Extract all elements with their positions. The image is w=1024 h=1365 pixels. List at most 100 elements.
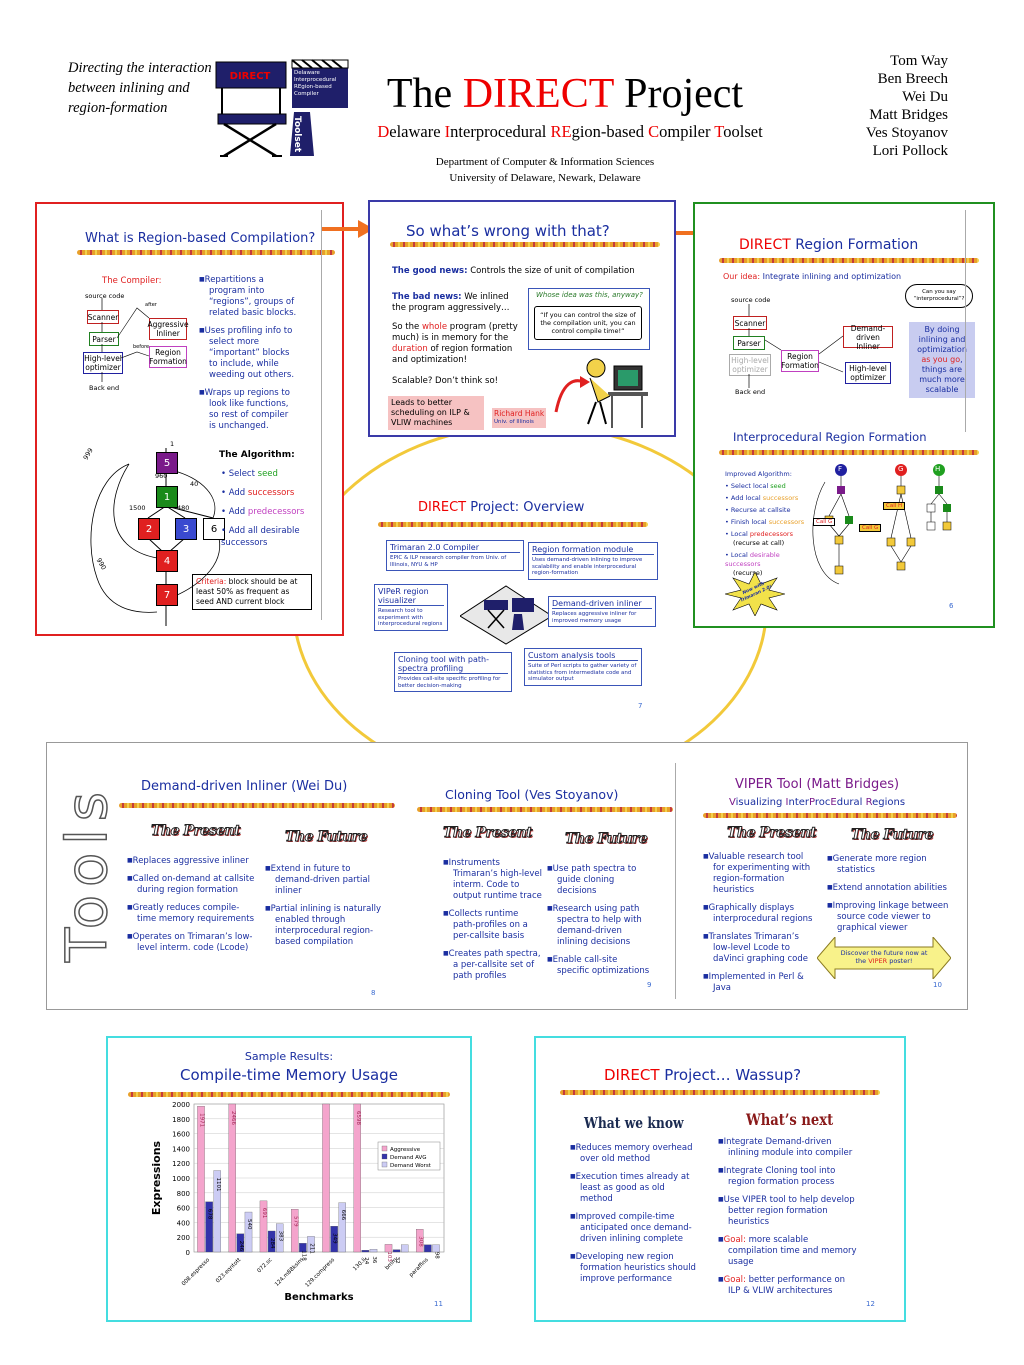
x-tick-label: 023.eqntott (215, 1257, 243, 1285)
director-chair-logo: DIRECT Delaware Interprocedural REgion-b… (215, 59, 349, 158)
cloning-future: Use path spectra to guide cloning decisi… (547, 863, 651, 983)
subtitle-initial: RE (550, 122, 572, 141)
subtitle-initial: C (648, 122, 660, 141)
bullet-item: Uses profiling info to select more “impo… (199, 325, 297, 381)
page-number: 8 (371, 989, 376, 997)
algorithm-step: • Select seed (221, 468, 331, 480)
step-keyword: desirable successors (221, 526, 300, 548)
bullet-item: Replaces aggressive inliner (127, 855, 255, 867)
bullet-text: Integrate Demand-driven inlining module … (723, 1137, 853, 1158)
panel-overview: DIRECT Project: Overview Trimaran 2.0 Co… (368, 486, 658, 714)
viper-initial: E (830, 797, 837, 808)
fn-f-label: F (838, 465, 843, 473)
cloning-present: Instruments Trimaran’s high-level interm… (443, 857, 543, 988)
region-formation-box: Region Formation (781, 350, 819, 372)
bar-data-label: 284 (269, 1238, 275, 1249)
title-underline (119, 803, 395, 808)
panel-whats-wrong: So what’s wrong with that? The good news… (368, 200, 676, 437)
viper-poster-callout: Discover the future now at the VIPER pos… (840, 949, 928, 965)
step-text: • Add local (725, 494, 763, 502)
bar (244, 1211, 253, 1253)
viper-subtitle: Visualizing InterProcEdural Regions (729, 797, 905, 808)
panel-title: So what’s wrong with that? (406, 222, 610, 240)
bullet-item: Creates path spectra, a per-callsite set… (443, 948, 543, 982)
legend-swatch (381, 1161, 388, 1168)
y-tick-label: 0 (186, 1249, 190, 1257)
page-number: 11 (434, 1300, 443, 1308)
step-text: • Recurse at callsite (725, 506, 791, 514)
title-underline (703, 813, 957, 818)
algorithm-graph (90, 448, 221, 626)
bar (205, 1201, 213, 1253)
viper-word: isualizing (735, 797, 786, 808)
step-text: • Finish local (725, 518, 769, 526)
department: Department of Computer & Information Sci… (435, 156, 655, 184)
step-keyword: desirable successors (725, 551, 780, 568)
bar (322, 1103, 330, 1253)
subtitle-word: oolset (723, 122, 763, 141)
viper-initial: R (865, 797, 873, 808)
component-desc: Uses demand-driven inlining to improve s… (532, 557, 643, 576)
subtitle-initial: D (377, 122, 390, 141)
whats-next-header: What’s next (746, 1110, 834, 1129)
logo-chair-text: DIRECT (230, 71, 271, 82)
graph-node: 2 (138, 518, 160, 540)
bullet-item: Implemented in Perl & Java (703, 971, 815, 994)
bullet-item: Use VIPER tool to help develop better re… (718, 1194, 858, 1228)
bullet-item: Graphically displays interprocedural reg… (703, 902, 815, 925)
author-name: Lori Pollock (872, 143, 948, 159)
bar (416, 1229, 424, 1253)
bar-data-label: 36 (371, 1256, 377, 1263)
step-text: • Select (221, 469, 258, 479)
bad-news: The bad news: We inlined the program agg… (392, 292, 510, 313)
double-arrow-icon (817, 937, 951, 979)
legend-label: Demand AVG (390, 1155, 427, 1161)
bar (259, 1200, 268, 1253)
bar (276, 1223, 284, 1253)
y-tick-label: 1000 (172, 1175, 190, 1183)
x-tick-label: paraffins (408, 1257, 429, 1278)
step-text: • Add all (221, 526, 261, 536)
bar-data-label: 246 (238, 1241, 244, 1252)
author-name: Tom Way (890, 53, 948, 69)
page-number: 9 (647, 981, 652, 989)
viper-word: egions (872, 797, 906, 808)
step-text: • Local (725, 530, 750, 538)
our-idea: Our idea: Integrate inlining and optimiz… (723, 272, 902, 281)
bullet-item: Repartitions a program into “regions”, g… (199, 274, 297, 319)
call-h-label: Call H (883, 502, 906, 510)
y-tick-label: 200 (177, 1234, 190, 1242)
title-underline (719, 258, 979, 263)
subtitle-initial: T (714, 122, 724, 141)
quote-bubble: “If you can control the size of the comp… (534, 306, 642, 340)
logo-toolset-text: Toolset (292, 116, 302, 153)
edge-label: 480 (177, 504, 190, 512)
panel-sample-results: Sample Results: Compile-time Memory Usag… (106, 1036, 472, 1322)
bar-data-label: 103 (386, 1251, 392, 1262)
cloud-bubble: Can you say “interprocedural”? (905, 284, 973, 308)
title-underline (128, 1092, 450, 1097)
bar-data-label: 678 (207, 1209, 213, 1220)
graph-node: 6 (203, 518, 225, 540)
legend-swatch (381, 1153, 388, 1160)
bar (361, 1250, 370, 1253)
leads-box: Leads to better scheduling on ILP & VLIW… (388, 396, 484, 430)
algorithm-step: • Select local seed (725, 482, 815, 491)
bullet-item: Operates on Trimaran’s low-level interm.… (127, 931, 255, 954)
component-title: Region formation module (532, 545, 654, 555)
bullet-item: Extend in future to demand-driven partia… (265, 863, 385, 897)
edge-label: 40 (190, 480, 199, 488)
dd-inliner-present: Replaces aggressive inlinerCalled on-dem… (127, 855, 255, 960)
viper-present: Valuable research tool for experimenting… (703, 851, 815, 1000)
component-desc: EPIC & ILP research compiler from Univ. … (390, 555, 507, 568)
graph-node: 1 (156, 486, 178, 508)
overview-director-logo (460, 585, 552, 645)
chart-legend (377, 1141, 441, 1171)
bar-data-label: 383 (277, 1231, 283, 1242)
step-note: (recurse) (733, 569, 763, 577)
step-text: • Add (221, 507, 248, 517)
y-axis-label: Expressions (150, 1140, 163, 1215)
step-note: (recurse at call) (733, 539, 785, 547)
